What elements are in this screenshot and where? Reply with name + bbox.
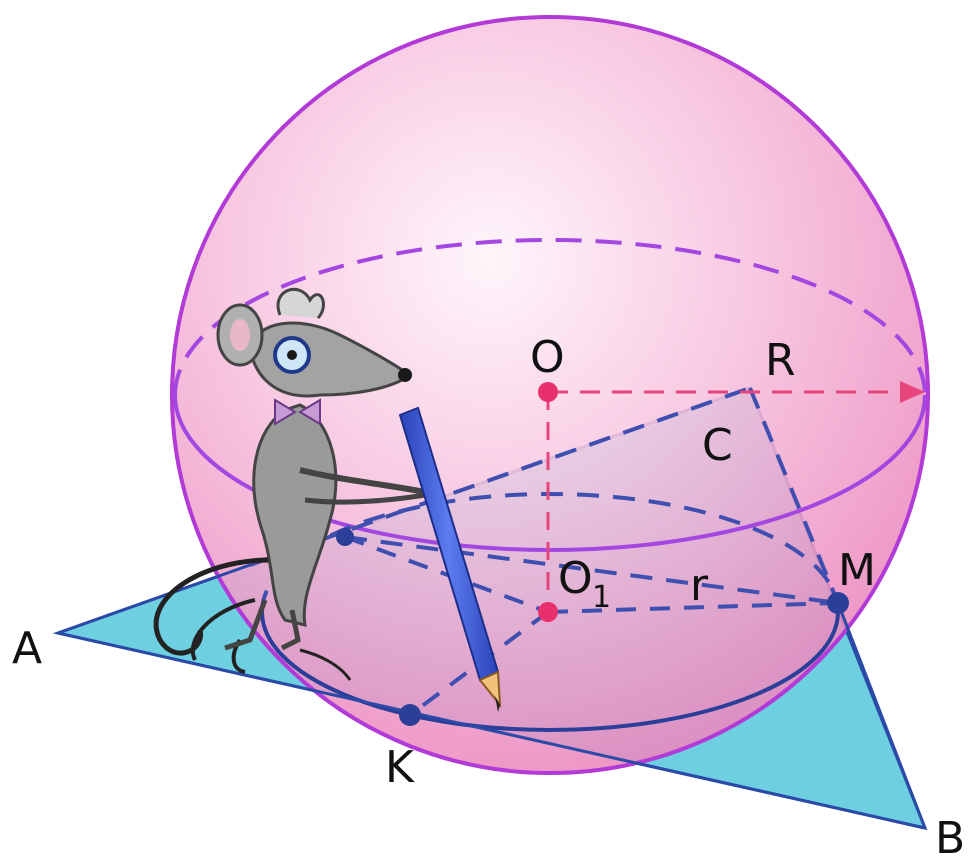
label-A: A — [12, 623, 42, 674]
hidden-edge-AC — [249, 386, 751, 567]
edge-MB — [836, 602, 927, 829]
point-O — [538, 382, 558, 402]
radius-arrowhead — [900, 381, 925, 403]
mouse-icon — [153, 287, 426, 681]
point-K — [399, 704, 421, 726]
label-O1-subscript: 1 — [592, 580, 611, 615]
radius-r-dashed — [547, 601, 839, 614]
label-O1: O — [558, 553, 593, 604]
point-M — [827, 592, 849, 614]
pencil-icon — [398, 406, 502, 712]
label-r: r — [690, 560, 709, 611]
label-C: C — [702, 420, 733, 471]
equator-front — [173, 394, 927, 552]
label-R: R — [765, 335, 796, 386]
label-M: M — [838, 545, 876, 596]
edge-A-left — [57, 563, 251, 635]
point-O1 — [538, 602, 558, 622]
edge-AB — [57, 631, 926, 830]
tangency-circle-back-dashed — [260, 492, 840, 613]
label-K: K — [385, 742, 415, 793]
label-B: B — [935, 813, 965, 864]
tangency-circle-front — [260, 611, 840, 732]
hidden-segment-to-M — [344, 535, 839, 605]
label-O: O — [530, 332, 565, 383]
hidden-edge-CM — [748, 387, 840, 604]
point-left-tangent — [336, 528, 354, 546]
hidden-segment-left-O1 — [344, 535, 549, 614]
